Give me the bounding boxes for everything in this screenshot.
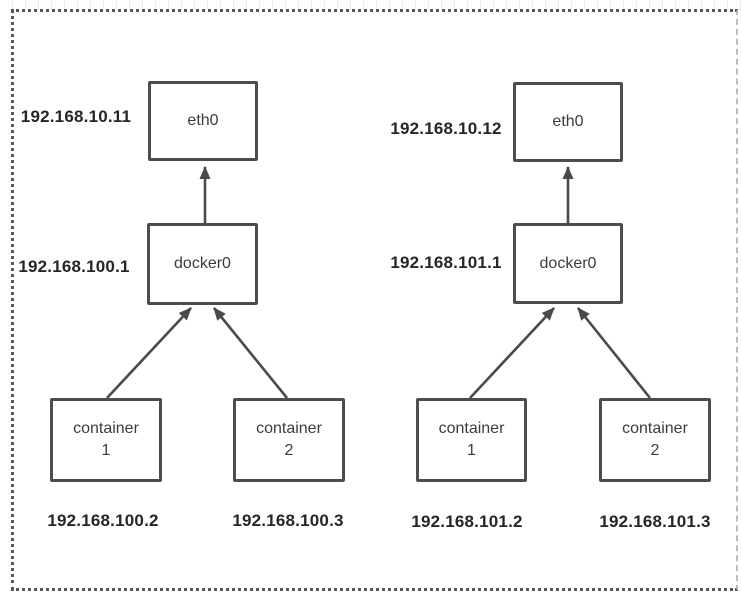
host1-eth0-ip: 192.168.10.11 xyxy=(20,107,132,126)
host2-eth0-ip: 192.168.10.12 xyxy=(390,119,502,138)
host2-container1-label-line1: container xyxy=(438,420,505,437)
host1-docker0-label: docker0 xyxy=(174,255,231,272)
top-ruler-artifact xyxy=(0,0,742,10)
host1-container1-label-line2: 1 xyxy=(101,442,111,459)
host2-container1-label-line2: 1 xyxy=(467,442,476,459)
host1-container2-label-line2: 2 xyxy=(284,442,294,459)
host1-container2-box: container 2 xyxy=(233,398,345,482)
host2-container2-label-line1: container xyxy=(622,420,688,437)
host2-container1-box: container 1 xyxy=(416,398,527,482)
host1-container2-label-line1: container xyxy=(256,420,322,437)
host1-container1-label-line1: container xyxy=(73,420,139,437)
host2-container2-label-line2: 2 xyxy=(650,442,660,459)
host2-eth0-label: eth0 xyxy=(552,113,584,130)
host2-container1-ip: 192.168.101.2 xyxy=(411,512,523,531)
host1-docker0-box: docker0 xyxy=(147,223,258,305)
host1-eth0-label: eth0 xyxy=(187,112,219,129)
host2-docker0-label: docker0 xyxy=(539,254,597,272)
host1-container1-ip: 192.168.100.2 xyxy=(47,511,159,530)
host2-docker0-ip: 192.168.101.1 xyxy=(390,253,502,272)
host2-eth0-box: eth0 xyxy=(513,82,623,162)
host2-container2-box: container 2 xyxy=(599,398,711,482)
dotted-border-frame xyxy=(11,9,738,591)
host1-container2-ip: 192.168.100.3 xyxy=(232,511,344,530)
host2-container2-ip: 192.168.101.3 xyxy=(599,512,711,531)
host2-docker0-box: docker0 xyxy=(513,223,623,304)
host1-docker0-ip: 192.168.100.1 xyxy=(18,257,130,276)
host1-container1-box: container 1 xyxy=(50,398,162,482)
host1-eth0-box: eth0 xyxy=(148,81,258,161)
